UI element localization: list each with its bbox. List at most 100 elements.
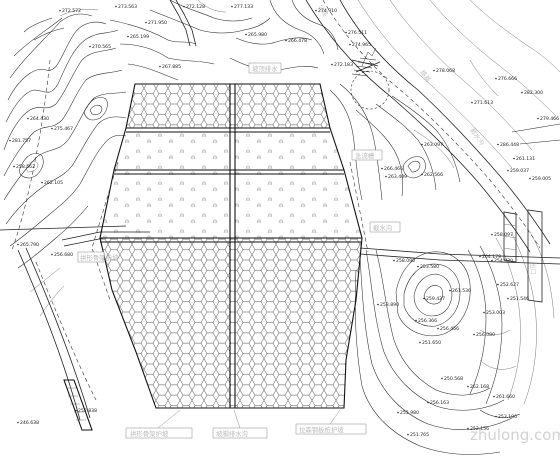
right-hill-contours — [354, 231, 555, 455]
elevation-point — [521, 91, 523, 94]
elevation-point — [537, 117, 539, 120]
callout-drain-box — [369, 221, 401, 233]
elevation-point — [467, 427, 469, 430]
elevation-point — [471, 101, 473, 104]
elevation-point — [529, 177, 531, 180]
elevation-point — [513, 157, 515, 160]
elevation-point — [497, 143, 499, 146]
elevation-point — [427, 401, 429, 404]
elevation-point — [159, 65, 161, 68]
callout-pipe-box — [77, 251, 105, 263]
elevation-label: 252.627 — [500, 282, 519, 288]
elevation-label: 265.199 — [130, 34, 149, 40]
elevation-point — [51, 127, 53, 130]
elevation-label: 246.638 — [20, 420, 39, 426]
callout-bottom-mid: 坡脚排水沟 — [216, 429, 248, 438]
elevation-label: 272.128 — [186, 4, 205, 10]
elevation-label: 251.546 — [510, 296, 529, 302]
elevation-label: 267.885 — [162, 64, 181, 70]
elevation-point — [495, 77, 497, 80]
elevation-label: 271.950 — [148, 20, 167, 26]
elevation-label: 274.910 — [318, 8, 337, 14]
elevation-point — [51, 253, 53, 256]
elevation-point — [315, 9, 317, 12]
elevation-point — [507, 297, 509, 300]
elevation-label: 259.037 — [510, 168, 529, 174]
elevation-point — [75, 409, 77, 412]
elevation-point — [495, 415, 497, 418]
elevation-label: 262.566 — [424, 172, 443, 178]
elevation-point — [17, 421, 19, 424]
elevation-label: 251.650 — [422, 340, 441, 346]
elevation-label: 259.427 — [426, 296, 445, 302]
elevation-point — [497, 283, 499, 286]
elevation-label: 256.366 — [418, 318, 437, 324]
elevation-point — [407, 433, 409, 436]
elevation-point — [377, 303, 379, 306]
callout-drain: 截水沟 — [373, 223, 392, 232]
elevation-label: 259.005 — [532, 176, 551, 182]
elevation-label: 258.562 — [16, 164, 35, 170]
elevation-label: 258.096 — [396, 258, 415, 264]
elevation-label: 272.183 — [334, 62, 353, 68]
elevation-label: 271.613 — [474, 100, 493, 106]
elevation-label: 272.572 — [62, 8, 81, 14]
elevation-point — [13, 165, 15, 168]
elevation-point — [41, 181, 43, 184]
elevation-point — [441, 377, 443, 380]
elevation-point — [433, 69, 435, 72]
elevation-label: 266.466 — [384, 166, 403, 172]
highway — [305, 0, 560, 253]
elevation-label: 276.666 — [498, 76, 517, 82]
elevation-point — [491, 233, 493, 236]
elevation-point — [27, 117, 29, 120]
elevation-label: 273.563 — [118, 4, 137, 10]
callout-top-drain: 坡顶排水 — [252, 64, 278, 73]
callout-bottom-right: 拉森钢板桩护坡 — [299, 425, 344, 434]
elevation-label: 270.565 — [92, 44, 111, 50]
elevation-point — [415, 319, 417, 322]
elevation-point — [493, 395, 495, 398]
callout-bottom-right-box — [295, 423, 367, 435]
elevation-label: 251.765 — [410, 432, 429, 438]
elevation-point — [331, 63, 333, 66]
elevation-label: 253.580 — [420, 264, 439, 270]
elevation-label: 261.660 — [496, 394, 515, 400]
bottom-left-pipe — [63, 379, 93, 431]
elevation-point — [9, 139, 11, 142]
elevation-point — [145, 21, 147, 24]
watermark: zhulong.com — [470, 426, 560, 444]
elevation-point — [381, 167, 383, 170]
elevation-point — [507, 169, 509, 172]
elevation-point — [245, 33, 247, 36]
elevation-point — [231, 5, 233, 8]
upper-contour-lines — [109, 0, 339, 81]
elevation-label: 254.030 — [494, 258, 513, 264]
highway-label-b: 路基 — [418, 68, 433, 84]
elevation-point — [467, 385, 469, 388]
callout-bottom-left: 拱形骨架护坡 — [130, 429, 169, 438]
elevation-label: 262.168 — [470, 384, 489, 390]
elevation-point — [115, 5, 117, 8]
elevation-point — [483, 311, 485, 314]
elevation-point — [491, 259, 493, 262]
elevation-label: 250.568 — [444, 376, 463, 382]
elevation-label: 278.068 — [436, 68, 455, 74]
right-slope-contours — [329, 83, 461, 201]
callouts: 坡顶排水 急流槽 截水沟 拱形骨架护坡 拱形骨架护坡 坡脚排水沟 拉森钢板桩护坡 — [77, 62, 401, 439]
callout-bottom-left-box — [125, 427, 193, 439]
elevation-point — [89, 45, 91, 48]
elevation-label: 265.790 — [20, 242, 39, 248]
elevation-point — [421, 143, 423, 146]
elevation-label: 253.003 — [486, 310, 505, 316]
elevation-label: 256.163 — [430, 400, 449, 406]
elevation-label: 281.757 — [12, 138, 31, 144]
elevation-label: 275.467 — [54, 126, 73, 132]
elevation-label: 276.511 — [348, 30, 367, 36]
elevation-point — [127, 35, 129, 38]
elevation-label: 264.179 — [482, 254, 501, 260]
slope-protection — [91, 83, 369, 409]
elevation-point — [345, 31, 347, 34]
